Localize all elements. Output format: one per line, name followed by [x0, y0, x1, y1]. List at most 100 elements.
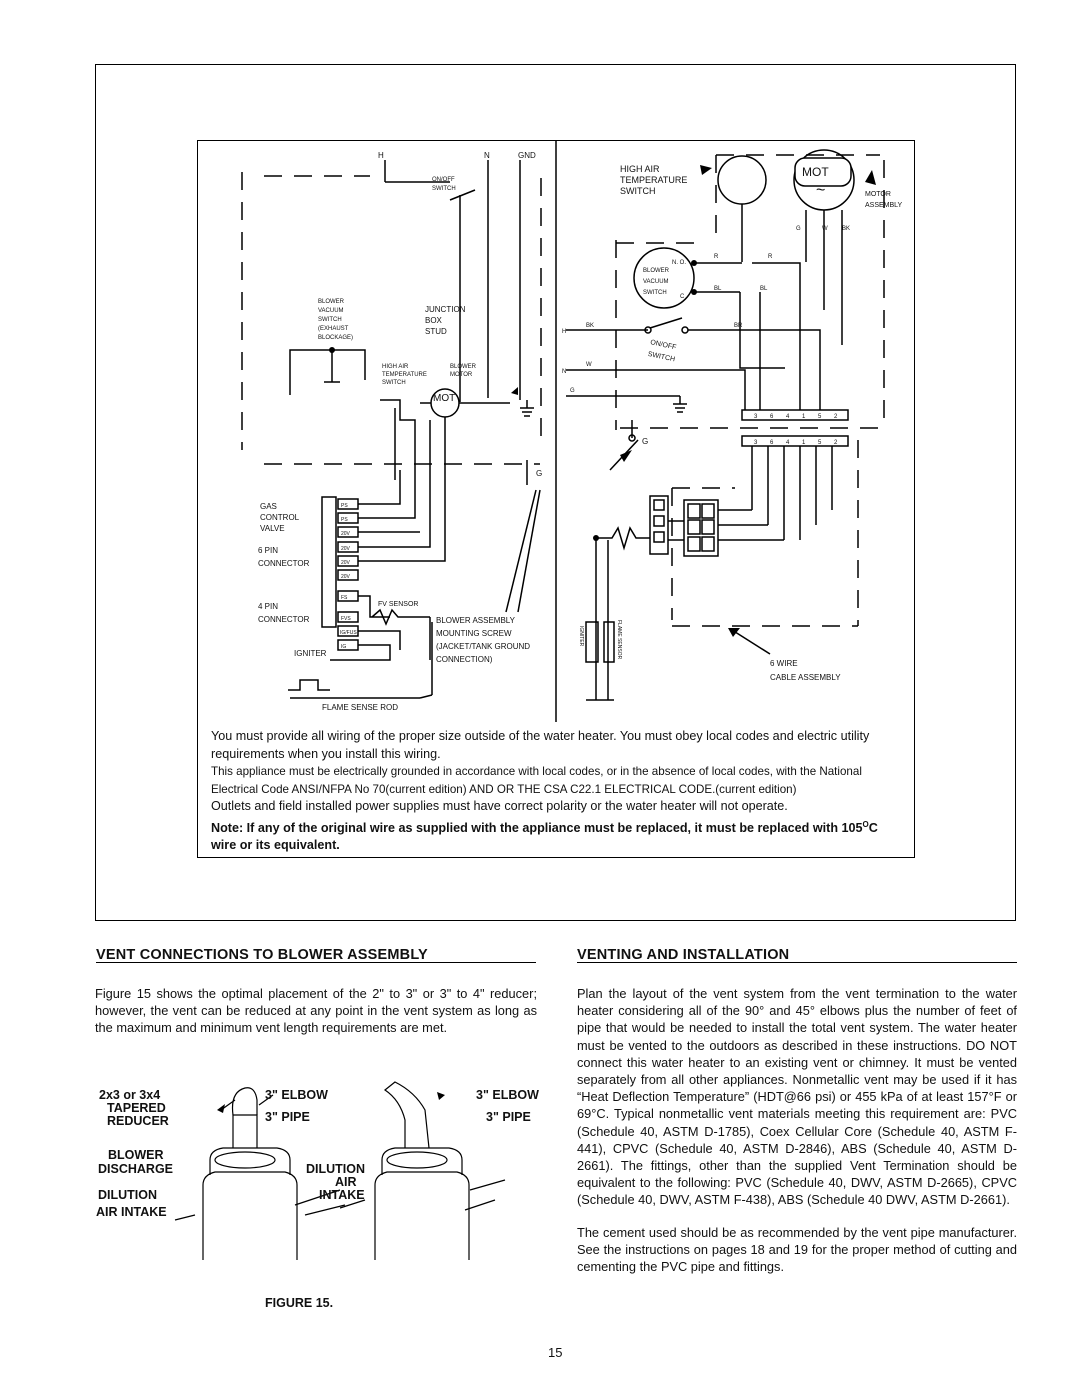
svg-text:IGNITER: IGNITER	[578, 626, 584, 647]
svg-text:2: 2	[834, 440, 838, 446]
svg-text:R: R	[714, 254, 719, 260]
svg-text:HIGH AIR: HIGH AIR	[620, 164, 660, 174]
svg-text:IG: IG	[341, 644, 346, 650]
svg-text:BLOWER: BLOWER	[643, 268, 670, 274]
svg-text:BLOCKAGE): BLOCKAGE)	[318, 335, 353, 341]
label-n: N	[484, 151, 490, 160]
svg-text:C: C	[680, 294, 685, 300]
figure-frame	[95, 64, 1016, 921]
svg-text:BLOWER ASSEMBLY: BLOWER ASSEMBLY	[436, 616, 516, 625]
svg-text:FLAME SENSOR: FLAME SENSOR	[616, 620, 622, 660]
svg-text:TEMPERATURE: TEMPERATURE	[382, 372, 427, 378]
svg-text:G: G	[642, 437, 648, 446]
svg-text:FV SENSOR: FV SENSOR	[378, 601, 418, 608]
svg-text:PS: PS	[341, 503, 348, 509]
svg-text:6 PIN: 6 PIN	[258, 546, 278, 555]
section-heading-vent-connections: VENT CONNECTIONS TO BLOWER ASSEMBLY	[96, 947, 428, 963]
svg-text:W: W	[586, 362, 592, 368]
svg-text:BL: BL	[714, 286, 722, 292]
mot-left-label: MOT	[433, 393, 455, 404]
svg-text:BK: BK	[586, 323, 594, 329]
svg-text:4 PIN: 4 PIN	[258, 602, 278, 611]
svg-text:(JACKET/TANK GROUND: (JACKET/TANK GROUND	[436, 642, 530, 651]
svg-text:FS: FS	[341, 595, 348, 601]
svg-text:CONNECTION): CONNECTION)	[436, 655, 493, 664]
svg-text:BLOWER: BLOWER	[450, 364, 477, 370]
wiring-diagram: H N GND ON/OFF SWITCH BLOWER VACUUM SWIT…	[241, 140, 903, 722]
svg-text:3: 3	[754, 414, 758, 420]
svg-text:6 WIRE: 6 WIRE	[770, 659, 798, 668]
svg-text:VACUUM: VACUUM	[318, 308, 344, 314]
svg-text:FLAME SENSE ROD: FLAME SENSE ROD	[322, 703, 398, 712]
svg-text:VALVE: VALVE	[260, 524, 285, 533]
svg-text:BL: BL	[760, 286, 768, 292]
mot-right-label: MOT	[802, 165, 829, 179]
note-p4: Note: If any of the original wire as sup…	[211, 819, 878, 853]
svg-text:5: 5	[818, 440, 822, 446]
svg-text:SWITCH: SWITCH	[620, 186, 656, 196]
svg-text:R: R	[768, 254, 773, 260]
svg-text:MOUNTING SCREW: MOUNTING SCREW	[436, 629, 512, 638]
svg-text:ON/OFF: ON/OFF	[432, 177, 455, 183]
svg-text:20V: 20V	[341, 546, 351, 552]
svg-text:BK: BK	[842, 226, 850, 232]
svg-text:H: H	[562, 329, 566, 335]
venting-p1: Plan the layout of the vent system from …	[577, 986, 1017, 1208]
svg-text:N. O.: N. O.	[672, 260, 686, 266]
svg-text:6: 6	[770, 440, 774, 446]
svg-text:5: 5	[818, 414, 822, 420]
svg-text:SWITCH: SWITCH	[382, 380, 406, 386]
note-p3: Outlets and field installed power suppli…	[211, 799, 788, 813]
note-p2: This appliance must be electrically grou…	[211, 765, 862, 796]
svg-text:20V: 20V	[341, 574, 351, 580]
venting-p2: The cement used should be as recommended…	[577, 1224, 1017, 1275]
label-gnd: GND	[518, 151, 536, 160]
svg-text:MOTOR: MOTOR	[450, 372, 473, 378]
svg-text:BOX: BOX	[425, 316, 443, 325]
svg-text:~: ~	[816, 182, 825, 199]
svg-text:FVS: FVS	[341, 616, 351, 622]
section-heading-venting-installation: VENTING AND INSTALLATION	[577, 947, 790, 963]
svg-text:HIGH AIR: HIGH AIR	[382, 364, 409, 370]
note-p1: You must provide all wiring of the prope…	[211, 729, 870, 761]
svg-text:ASSEMBLY: ASSEMBLY	[865, 202, 903, 209]
svg-text:SWITCH: SWITCH	[643, 290, 667, 296]
figure-caption: FIGURE 15.	[265, 1296, 334, 1310]
svg-text:20V: 20V	[341, 560, 351, 566]
svg-text:4: 4	[786, 440, 790, 446]
svg-text:MOTOR: MOTOR	[865, 191, 891, 198]
svg-text:PS: PS	[341, 517, 348, 523]
svg-text:20V: 20V	[341, 531, 351, 537]
svg-text:STUD: STUD	[425, 327, 447, 336]
svg-text:TEMPERATURE: TEMPERATURE	[620, 175, 687, 185]
svg-text:SWITCH: SWITCH	[318, 317, 342, 323]
svg-text:4: 4	[786, 414, 790, 420]
svg-text:1: 1	[802, 414, 806, 420]
svg-text:ON/OFF: ON/OFF	[650, 339, 677, 351]
svg-text:N: N	[562, 369, 566, 375]
svg-text:G: G	[536, 469, 542, 478]
svg-text:IGNITER: IGNITER	[294, 649, 327, 658]
wiring-note: You must provide all wiring of the prope…	[211, 728, 906, 855]
svg-text:W: W	[822, 226, 828, 232]
svg-text:CONNECTOR: CONNECTOR	[258, 615, 310, 624]
svg-text:GAS: GAS	[260, 502, 277, 511]
heading-underline	[577, 962, 1017, 963]
svg-text:CABLE ASSEMBLY: CABLE ASSEMBLY	[770, 673, 841, 682]
svg-text:VACUUM: VACUUM	[643, 279, 669, 285]
figure-15-illustration	[174, 1081, 506, 1260]
svg-text:(EXHAUST: (EXHAUST	[318, 326, 349, 332]
svg-text:IG/FUS: IG/FUS	[340, 630, 357, 636]
svg-text:SWITCH: SWITCH	[432, 186, 456, 192]
svg-text:6: 6	[770, 414, 774, 420]
label-h: H	[378, 151, 384, 160]
venting-installation-body: Plan the layout of the vent system from …	[577, 985, 1017, 1275]
svg-text:2: 2	[834, 414, 838, 420]
heading-underline	[96, 962, 536, 963]
svg-text:G: G	[796, 226, 801, 232]
svg-text:JUNCTION: JUNCTION	[425, 305, 466, 314]
svg-text:BR: BR	[734, 323, 743, 329]
svg-text:BLOWER: BLOWER	[318, 299, 345, 305]
svg-text:CONNECTOR: CONNECTOR	[258, 559, 310, 568]
page-number: 15	[548, 1345, 563, 1360]
